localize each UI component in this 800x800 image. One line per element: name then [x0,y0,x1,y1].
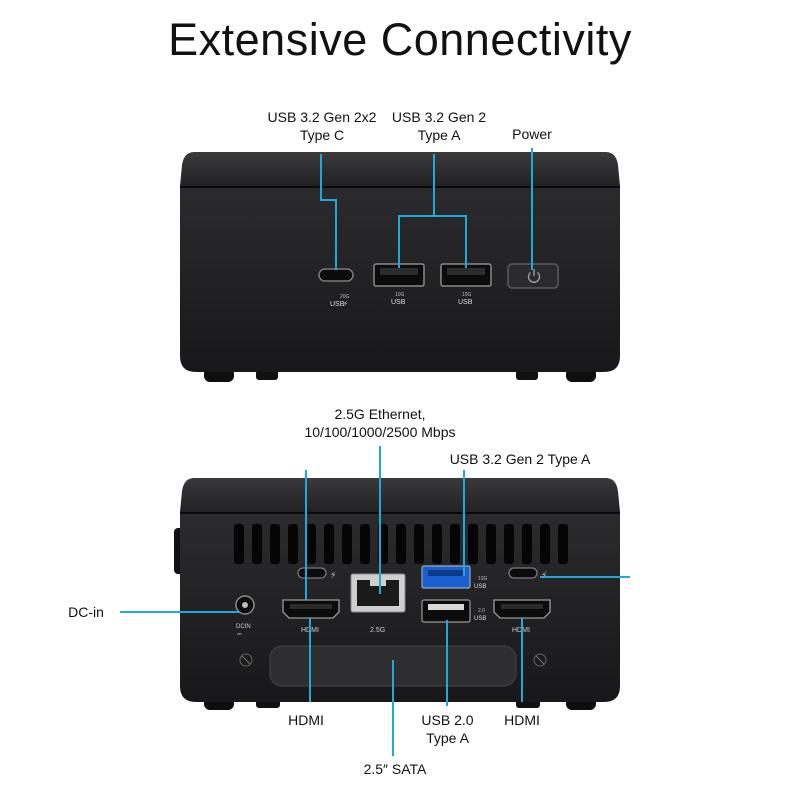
label-usb-c-front: USB 3.2 Gen 2x2 Type C [267,109,377,143]
front-unit: 20G USB ⚡ 10G USB 10G USB [180,152,620,382]
label-ethernet: 2.5G Ethernet, 10/100/1000/2500 Mbps [304,406,456,440]
label-hdmi-right: HDMI [504,712,540,728]
label-dc-in: DC-in [68,604,104,620]
front-top-lid [180,152,620,186]
rear-dcin-symbol: ⎓ [237,631,242,638]
rear-dcin-mark: DCIN [236,624,251,630]
power-icon [527,269,541,283]
front-usb-c-port [318,268,354,282]
rear-screw-left-icon [239,653,253,667]
label-usb-gen2-rear: USB 3.2 Gen 2 Type A [449,451,591,467]
rear-unit: ⚡ ⚡ 2.5G 10G USB 2.0 USB HDMI HDMI DCIN … [174,478,620,710]
rear-usb-c-left-port [297,567,327,579]
rear-usb20-name: USB [474,616,486,622]
front-usb-a2-name: USB [458,299,473,306]
rear-top-lid [180,478,620,512]
rear-callouts [120,446,630,756]
rear-usb20-speed: 2.0 [478,608,485,614]
rear-usb20-port [421,599,471,623]
front-foot-mid-right [516,370,538,380]
callout-usb-c [320,154,337,270]
rear-lan-mark: 2.5G [370,627,385,634]
label-power: Power [512,126,552,142]
rear-usb-blue-port [421,565,471,589]
rear-thunderbolt-left-icon: ⚡ [330,571,336,581]
rear-screw-right-icon [533,653,547,667]
rear-usb-blue-speed: 10G [478,576,488,582]
rear-usb-blue-name: USB [474,584,486,590]
front-usb-a1-speed: 10G [395,292,405,298]
rear-hdmi-right-mark: HDMI [512,627,530,634]
front-usb-a1-name: USB [391,299,406,306]
label-hdmi-left: HDMI [288,712,324,728]
front-usb-c-speed: 20G [340,294,350,300]
label-usb20: USB 2.0 Type A [421,712,474,746]
rear-usb-c-right-port [508,567,538,579]
front-foot-mid-left [256,370,278,380]
callout-usb-a-branch [398,215,467,268]
front-callouts [320,148,533,270]
rear-vent-grille [234,524,568,564]
front-usb-c-name: USB [330,301,345,308]
page-title: Extensive Connectivity [168,14,632,65]
front-thunder-icon: ⚡ [343,300,348,308]
label-sata: 2.5″ SATA [363,761,427,777]
label-usb-a-front: USB 3.2 Gen 2 Type A [391,109,487,143]
front-usb-a2-speed: 10G [462,292,472,298]
